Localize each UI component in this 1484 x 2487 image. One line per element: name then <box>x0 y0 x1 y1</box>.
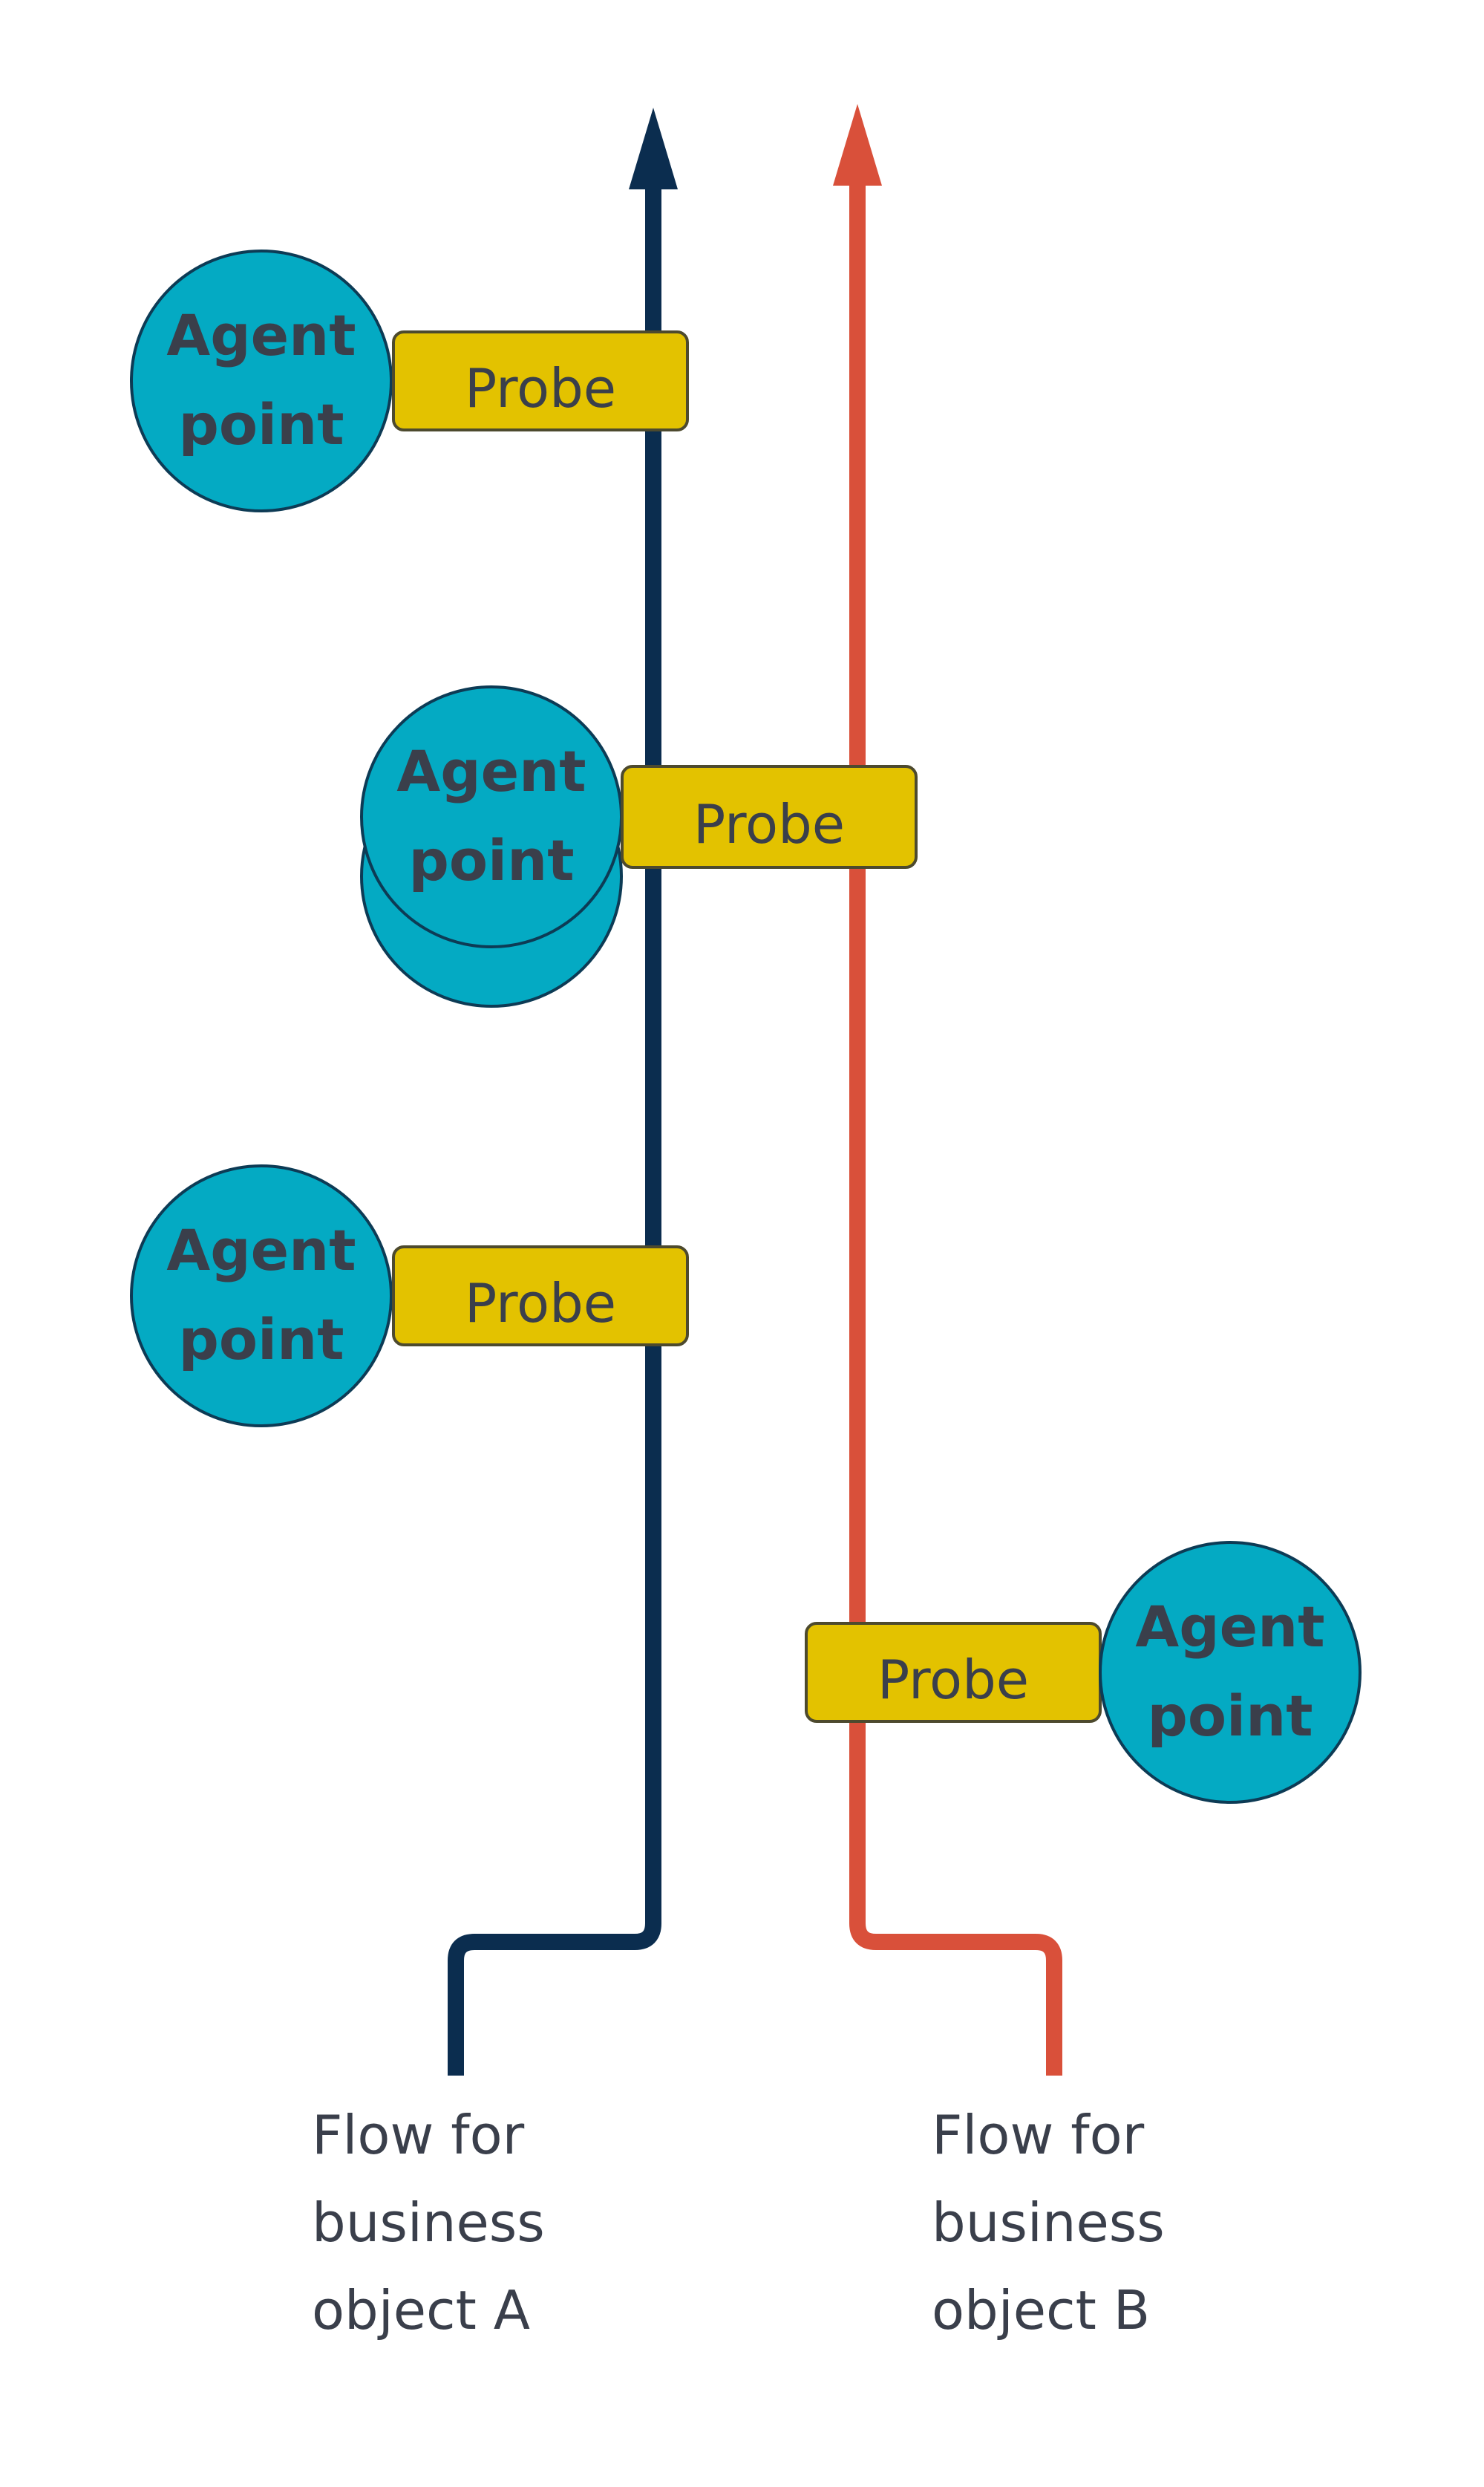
probe-label: Probe <box>465 1272 616 1334</box>
flow-a-label: Flow for business object A <box>312 2104 545 2341</box>
agent-point-label-line1: Agent <box>166 1217 356 1283</box>
group-1: Agent point Probe <box>130 250 689 512</box>
probe-box <box>392 330 689 431</box>
agent-point-circle <box>130 1164 393 1427</box>
group-4: Probe Agent point <box>805 1541 1362 1804</box>
flow-b-line <box>849 178 1062 2076</box>
probe-label: Probe <box>693 793 845 855</box>
agent-point-label-line2: point <box>408 827 574 893</box>
agent-point-label-line2: point <box>1147 1683 1313 1749</box>
flow-a-arrowhead <box>629 108 678 189</box>
flow-b-arrowhead <box>833 104 882 186</box>
agent-point-circle <box>1099 1541 1362 1804</box>
probe-label: Probe <box>465 357 616 420</box>
flow-a-label-line3: object A <box>312 2279 530 2341</box>
flow-b-label: Flow for business object B <box>932 2104 1165 2341</box>
flow-b-label-line2: business <box>932 2191 1165 2254</box>
flow-a-line <box>448 178 661 2076</box>
probe-box <box>621 765 918 869</box>
agent-point-circle <box>130 250 393 512</box>
probe-box <box>392 1245 689 1346</box>
probe-label: Probe <box>877 1649 1029 1711</box>
flow-b-label-line3: object B <box>932 2279 1150 2341</box>
flow-b-label-line1: Flow for <box>932 2104 1145 2166</box>
group-2: Agent point Probe <box>360 685 918 1008</box>
agent-point-label-line1: Agent <box>396 738 586 804</box>
agent-point-label-line1: Agent <box>1135 1594 1324 1660</box>
flow-a-label-line2: business <box>312 2191 545 2254</box>
group-3: Agent point Probe <box>130 1164 689 1427</box>
flow-a-label-line1: Flow for <box>312 2104 525 2166</box>
flow-a <box>448 108 678 2076</box>
agent-point-label-line1: Agent <box>166 302 356 368</box>
agent-point-label-line2: point <box>178 1306 344 1372</box>
agent-point-circle <box>360 685 623 948</box>
flow-b <box>833 104 1062 2076</box>
agent-point-label-line2: point <box>178 391 344 457</box>
